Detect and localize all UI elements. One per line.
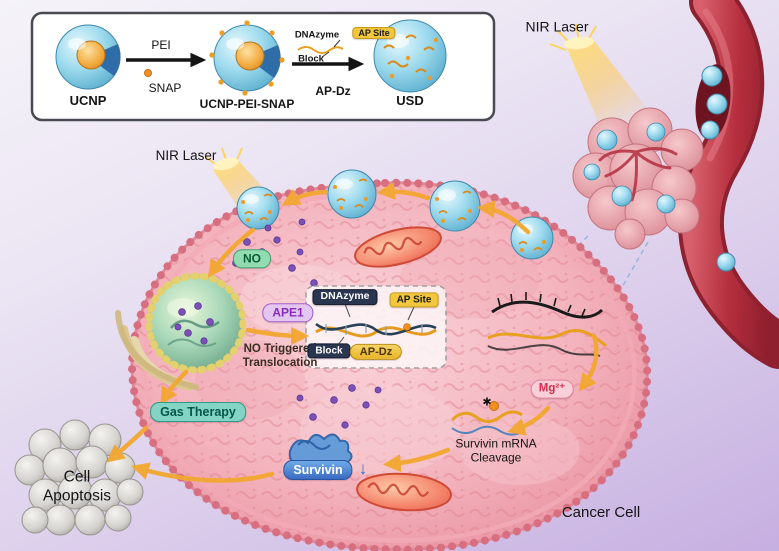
snap-label: SNAP (148, 80, 182, 95)
inset-arrow-2 (292, 56, 365, 72)
inset-block-label: Block (298, 53, 324, 65)
snap-dot (144, 69, 152, 77)
apoptosis-line1: Cell (63, 468, 91, 486)
block-badge: Block (307, 343, 351, 359)
nanoparticles-in-vessel (700, 65, 736, 272)
usd-label: USD (396, 93, 424, 109)
tumor-mass (549, 107, 704, 295)
blood-vessel (677, 0, 779, 369)
endosome-organelle (115, 272, 247, 391)
mitochondrion-upper (354, 226, 442, 268)
usd-particle-trail (236, 169, 554, 260)
pei-label: PEI (151, 37, 171, 52)
inset-dnazyme-label: DNAzyme (294, 29, 340, 41)
usd-particle-2 (327, 169, 377, 219)
synthesis-inset (30, 11, 496, 122)
inset-arrow-1 (126, 52, 207, 68)
translocation-label: NO Triggered Translocation (220, 343, 340, 371)
cell-apoptosis-label: Cell Apoptosis (17, 468, 137, 505)
ap-dz-badge: AP-Dz (349, 343, 403, 361)
mg-badge: Mg²⁺ (530, 379, 574, 399)
ucnp-pei-snap-label: UCNP-PEI-SNAP (199, 96, 295, 111)
dnazyme-badge: DNAzyme (312, 289, 378, 305)
survivin-down-arrow: ↓ (358, 459, 368, 478)
ap-site-badge: AP Site (389, 292, 439, 308)
nir-laser-right-label: NIR Laser (525, 18, 589, 35)
ucnp-label: UCNP (69, 93, 107, 109)
nir-laser-cell-label: NIR Laser (155, 147, 217, 163)
cleavage-line2: Cleavage (470, 451, 522, 465)
usd-particle-3 (429, 180, 481, 232)
inset-ap-dz-label: AP-Dz (315, 83, 351, 98)
process-arrows (106, 182, 599, 483)
cleavage-label: Survivin mRNA Cleavage (436, 437, 556, 466)
cell-membrane-beads (127, 178, 652, 551)
mitochondrion-lower (356, 472, 452, 512)
cleavage-line1: Survivin mRNA (455, 436, 537, 451)
translocation-line2: Translocation (242, 357, 318, 369)
ucnp-sphere (55, 24, 121, 90)
inset-ap-site-badge: AP Site (352, 26, 396, 40)
apoptosis-line2: Apoptosis (42, 487, 112, 504)
inset-dna-strand (297, 46, 344, 54)
usd-particle-1 (236, 186, 280, 230)
translocation-line1: NO Triggered (243, 343, 317, 356)
ucnp-pei-snap-sphere (209, 20, 285, 96)
gas-therapy-badge: Gas Therapy (150, 402, 246, 422)
cleavage-marker: ✱ (482, 396, 492, 409)
nanoparticles-on-tumor (583, 122, 676, 214)
no-badge: NO (233, 249, 271, 269)
cancer-cell-label: Cancer Cell (561, 504, 641, 521)
survivin-badge: Survivin (283, 460, 353, 480)
inset-pointer-lines (321, 39, 341, 58)
ape1-badge: APE1 (262, 303, 314, 323)
